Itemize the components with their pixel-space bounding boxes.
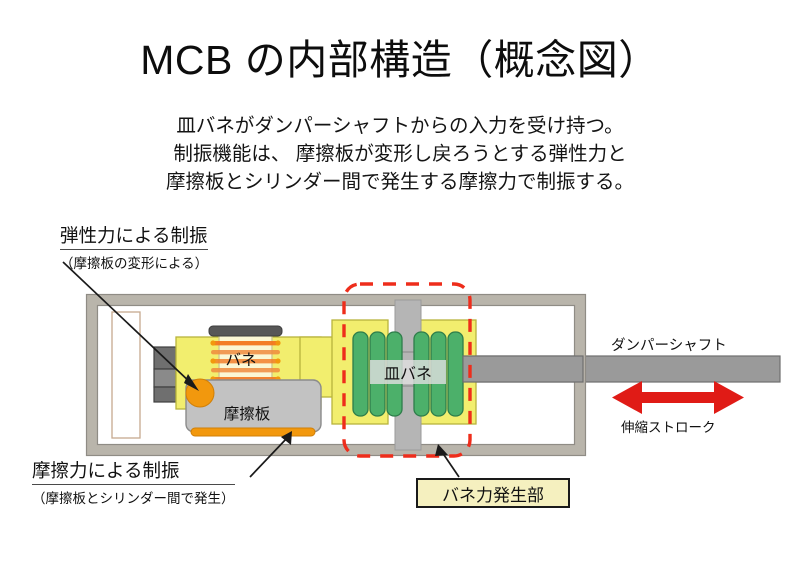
annotation-friction-damping: 摩擦力による制振 （摩擦板とシリンダー間で発生） bbox=[32, 457, 235, 507]
leader-line-friction bbox=[249, 431, 292, 478]
annotation-elastic-detail: （摩擦板の変形による） bbox=[60, 256, 209, 271]
annotation-friction-detail: （摩擦板とシリンダー間で発生） bbox=[32, 491, 235, 506]
subtitle-line-1: 皿バネがダンパーシャフトからの入力を受け持つ。 bbox=[176, 115, 624, 137]
stroke-label: 伸縮ストローク bbox=[621, 420, 716, 435]
disc-spring-group-left bbox=[352, 331, 403, 417]
page-title: MCB の内部構造（概念図） bbox=[140, 37, 660, 83]
disc-spring-label: 皿バネ bbox=[370, 360, 446, 384]
subtitle-line-2: 制振機能は、 摩擦板が変形し戻ろうとする弾性力と bbox=[173, 143, 627, 165]
annotation-elastic-heading: 弾性力による制振 bbox=[60, 222, 209, 250]
damper-shaft-label: ダンパーシャフト bbox=[611, 338, 727, 354]
annotation-friction-heading: 摩擦力による制振 bbox=[32, 457, 235, 485]
friction-pad-bar bbox=[190, 427, 316, 437]
stroke-double-arrow bbox=[612, 381, 744, 414]
friction-plate-label: 摩擦板 bbox=[223, 406, 271, 423]
annotation-elastic-damping: 弾性力による制振 （摩擦板の変形による） bbox=[60, 222, 209, 272]
left-chamber-cavity bbox=[111, 311, 141, 439]
spring-force-zone-highlight bbox=[342, 282, 472, 458]
leader-line-elastic bbox=[62, 261, 199, 391]
left-bracket-middle bbox=[153, 368, 177, 388]
spring-force-callout: バネ力発生部 bbox=[416, 478, 570, 508]
subtitle-block: 皿バネがダンパーシャフトからの入力を受け持つ。 制振機能は、 摩擦板が変形し戻ろ… bbox=[0, 112, 800, 196]
coil-spring-label: バネ bbox=[225, 352, 257, 369]
spring-top-cap bbox=[208, 325, 283, 337]
subtitle-line-3: 摩擦板とシリンダー間で発生する摩擦力で制振する。 bbox=[165, 171, 634, 193]
shaft-inner-segment bbox=[462, 355, 584, 383]
leader-line-spring-force bbox=[435, 444, 460, 478]
cylinder-housing-outline bbox=[85, 293, 587, 457]
left-bracket-lower bbox=[153, 386, 177, 403]
